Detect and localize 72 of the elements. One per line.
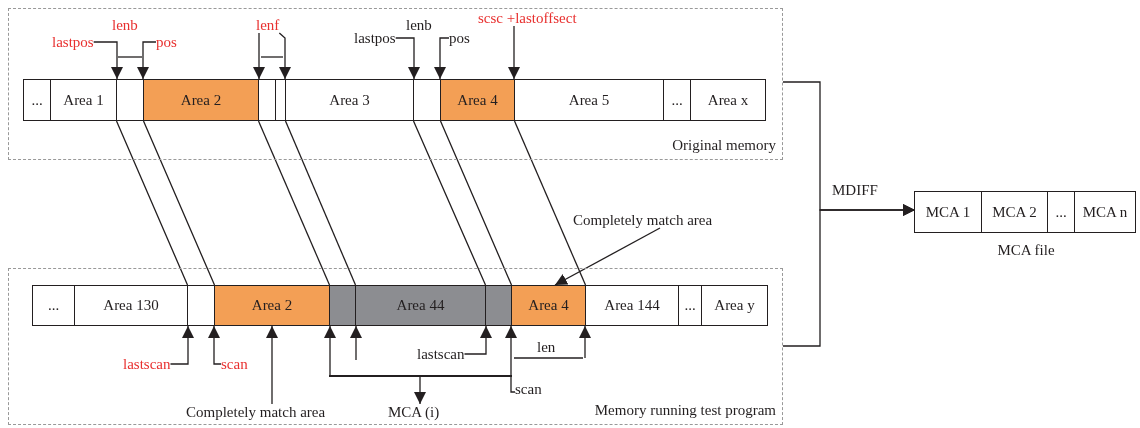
- arrow: [278, 32, 291, 80]
- empty-memory-area: [187, 285, 215, 326]
- arrow: [324, 325, 336, 376]
- empty-memory-area: [485, 285, 512, 326]
- pointer-label: pos: [156, 34, 177, 50]
- memory-area: Area 3: [285, 79, 414, 121]
- dimension-label: lenb: [406, 17, 432, 33]
- memory-area: Area 144: [585, 285, 679, 326]
- pointer-label: scsc +lastoffsect: [478, 10, 577, 26]
- panel-title: Original memory: [672, 137, 776, 153]
- memory-area: Area 130: [74, 285, 188, 326]
- pointer-label: lenf: [256, 17, 280, 33]
- empty-memory-area: [258, 79, 276, 121]
- arrow: [782, 204, 916, 347]
- memory-area: ...: [32, 285, 75, 326]
- memory-area: ...: [663, 79, 691, 121]
- mca-block: MCA n: [1074, 191, 1136, 233]
- pointer-label: lastscan: [417, 346, 465, 362]
- mapping-line: [257, 120, 331, 286]
- arrow: [169, 325, 194, 365]
- arrow: [137, 41, 157, 80]
- pointer-label: lastscan: [123, 356, 171, 372]
- arrow: [505, 325, 517, 393]
- empty-memory-area: [116, 79, 144, 121]
- pointer-label: lastpos: [354, 30, 396, 46]
- pointer-label: lastpos: [52, 34, 94, 50]
- dimension-label: lenb: [112, 17, 138, 33]
- memory-area: ...: [678, 285, 702, 326]
- arrow: [93, 41, 123, 80]
- arrow: [463, 325, 492, 355]
- annotation-label: Completely match area: [573, 212, 713, 228]
- mapping-line: [284, 120, 357, 286]
- memory-area: Area 2: [143, 79, 259, 121]
- memory-area: Area x: [690, 79, 766, 121]
- arrow: [414, 376, 426, 405]
- mca-block: ...: [1047, 191, 1075, 233]
- arrow: [579, 325, 591, 359]
- memory-area: Area 44: [355, 285, 486, 326]
- arrow: [434, 37, 450, 80]
- mapping-line: [513, 120, 587, 286]
- arrow: [508, 25, 520, 80]
- memory-area: Area 4: [511, 285, 586, 326]
- mapping-line: [412, 120, 513, 286]
- arrow: [554, 227, 661, 286]
- memory-area: Area y: [701, 285, 768, 326]
- empty-memory-area: [329, 285, 356, 326]
- empty-memory-area: [275, 79, 286, 121]
- arrow: [253, 32, 265, 80]
- arrow: [395, 37, 420, 80]
- memory-area: Area 1: [50, 79, 117, 121]
- dashed-panel: [8, 268, 783, 425]
- memory-area: Area 2: [214, 285, 330, 326]
- arrow: [208, 325, 222, 365]
- pointer-label: MCA (i): [388, 404, 440, 420]
- memory-area: Area 5: [514, 79, 664, 121]
- empty-memory-area: [413, 79, 441, 121]
- mca-block: MCA 1: [914, 191, 982, 233]
- edge-label: MDIFF: [832, 182, 878, 198]
- pointer-label: scan: [515, 381, 542, 397]
- mca-block: MCA 2: [981, 191, 1048, 233]
- panel-title: Memory running test program: [594, 402, 776, 418]
- annotation-label: Completely match area: [186, 404, 326, 420]
- file-caption: MCA file: [997, 242, 1055, 258]
- arrow: [350, 325, 362, 361]
- pointer-label: pos: [449, 30, 470, 46]
- arrow: [266, 325, 278, 405]
- mapping-line: [115, 120, 216, 286]
- dimension-label: len: [537, 339, 556, 355]
- dashed-panel: [8, 8, 783, 160]
- memory-area: Area 4: [440, 79, 515, 121]
- pointer-label: scan: [221, 356, 248, 372]
- memory-area: ...: [23, 79, 51, 121]
